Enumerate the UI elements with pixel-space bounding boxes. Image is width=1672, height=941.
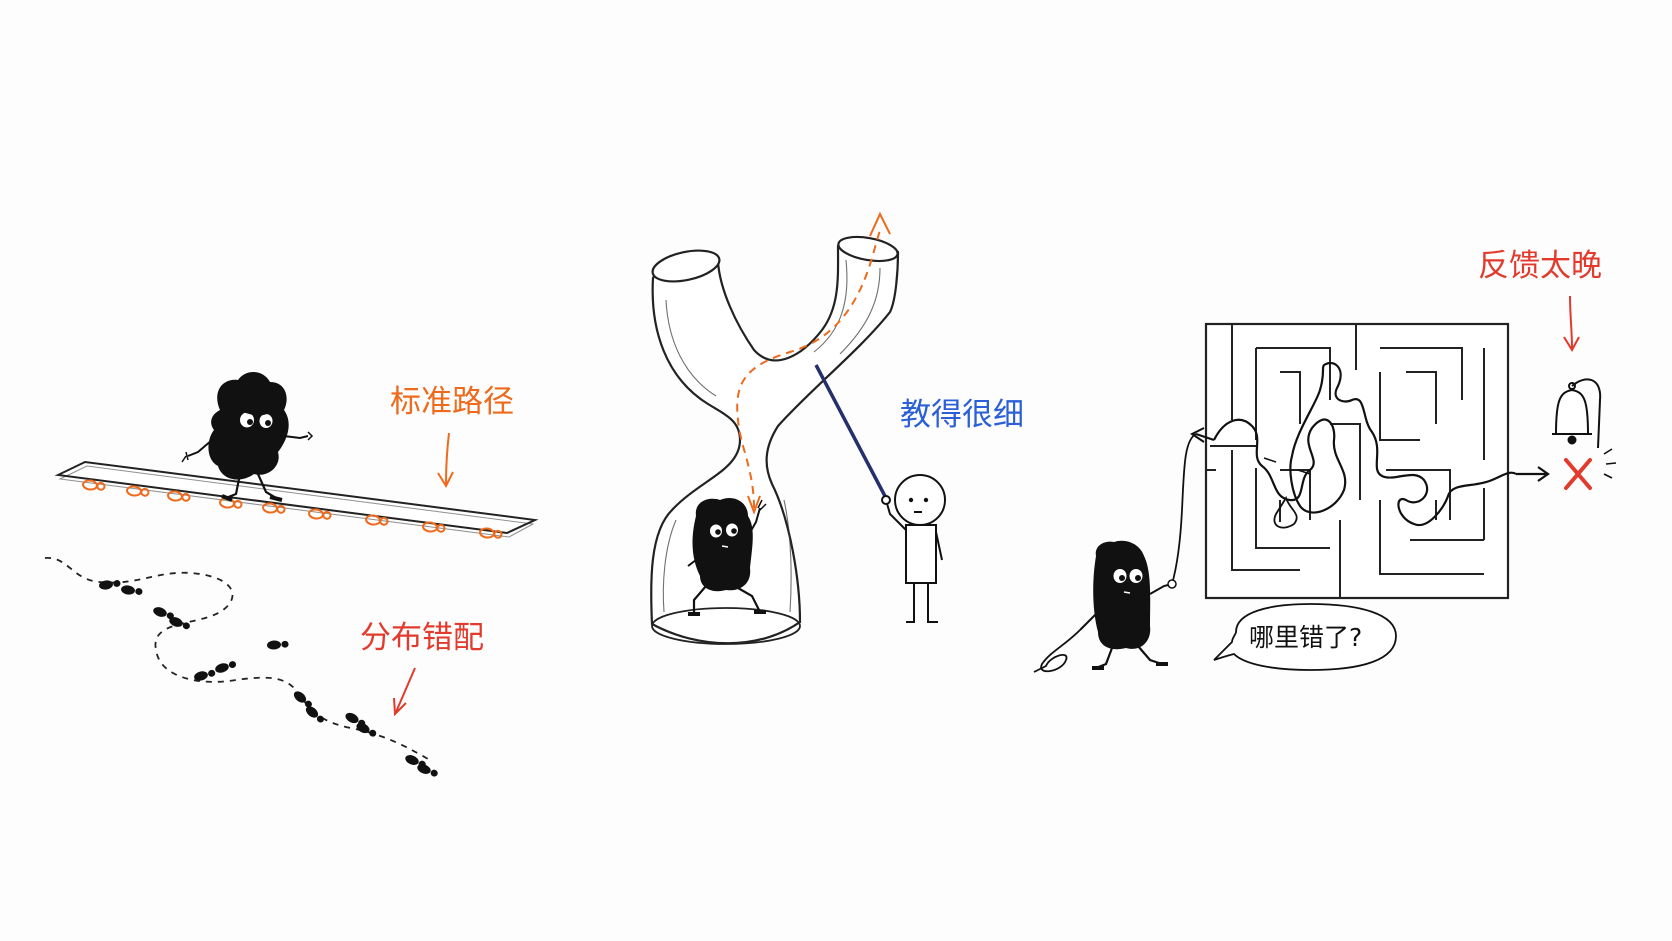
stick-figure-teacher: [881, 474, 946, 623]
guided-path-dashed: [736, 229, 881, 509]
pointer-stick: [814, 364, 888, 499]
standard-path-arrow: [437, 432, 454, 489]
standard-path-label: 标准路径: [390, 384, 514, 420]
late-feedback-arrow: [1563, 295, 1580, 353]
speech-bubble: 哪里错了?: [1213, 603, 1397, 671]
bell-icon: [1552, 378, 1602, 449]
fail-x-icon: [1564, 458, 1592, 490]
y-tube: [650, 239, 900, 645]
maze-walls: [1206, 324, 1485, 598]
panel-y-tube: 教得很细: [650, 211, 1024, 645]
wandering-dashed-trail: [44, 557, 431, 761]
blob-character-confused: [1033, 540, 1177, 673]
rope-to-character: [1171, 433, 1197, 585]
y-tube-bottom-opening: [651, 607, 801, 645]
panel-off-path: 标准路径 分布错配: [44, 371, 539, 779]
blob-character-in-tube: [687, 497, 767, 616]
y-tube-right-opening: [837, 235, 899, 263]
mismatch-label: 分布错配: [360, 620, 484, 656]
exit-arrow: [1516, 466, 1550, 482]
standard-path-strip: [54, 460, 539, 535]
blob-character-walking: [181, 371, 314, 502]
mismatch-arrow: [393, 667, 416, 717]
late-feedback-label: 反馈太晚: [1478, 248, 1602, 284]
tangled-rope: [1213, 361, 1517, 527]
speech-text: 哪里错了?: [1249, 623, 1362, 652]
panel-maze: 反馈太晚 哪里错了?: [1033, 248, 1617, 673]
detail-label: 教得很细: [900, 397, 1024, 433]
y-tube-left-opening: [651, 249, 721, 283]
